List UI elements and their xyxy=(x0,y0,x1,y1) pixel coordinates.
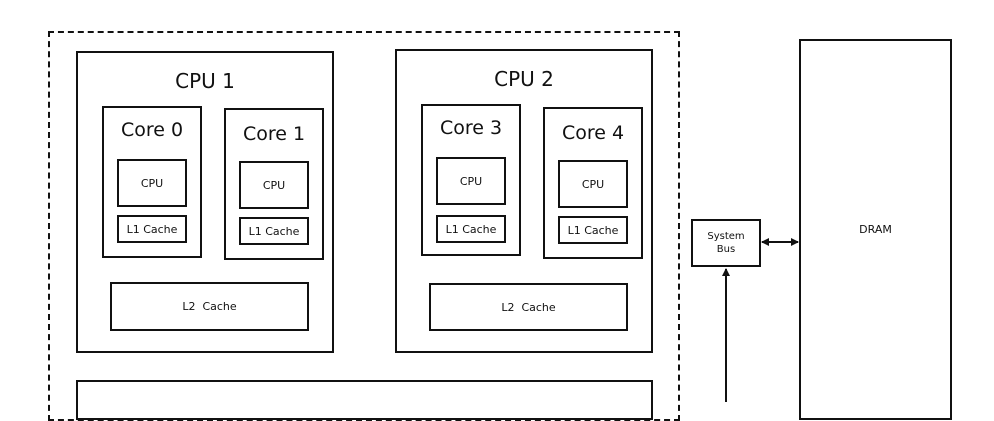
core-3-cpu: CPU xyxy=(436,157,506,205)
core-1-l1-cache: L1 Cache xyxy=(239,217,309,245)
core-3-box: Core 3 CPU L1 Cache xyxy=(421,104,521,256)
core-1-label: Core 1 xyxy=(242,123,306,145)
system-bus-label-line1: System xyxy=(707,231,745,242)
core-4-label: Core 4 xyxy=(561,122,625,144)
core-0-box: Core 0 CPU L1 Cache xyxy=(102,106,202,258)
core-4-l1-cache: L1 Cache xyxy=(558,216,628,244)
connector-lines xyxy=(722,238,799,402)
core-4-cpu: CPU xyxy=(558,160,628,208)
cpu-1-l2-cache: L2 Cache xyxy=(110,282,309,331)
cpu-2-label: CPU 2 xyxy=(494,67,554,91)
cpu-2-l2-cache: L2 Cache xyxy=(429,283,628,331)
cpu-2-box: CPU 2 Core 3 CPU L1 Cache Core 4 CPU L1 … xyxy=(395,49,653,353)
dram-box: DRAM xyxy=(799,39,952,420)
core-3-label: Core 3 xyxy=(439,117,503,139)
core-1-cpu: CPU xyxy=(239,161,309,209)
core-0-l1-cache: L1 Cache xyxy=(117,215,187,243)
cpu-1-box: CPU 1 Core 0 CPU L1 Cache Core 1 CPU L1 … xyxy=(76,51,334,353)
core-3-l1-cache: L1 Cache xyxy=(436,215,506,243)
core-0-label: Core 0 xyxy=(120,119,184,141)
system-bus-label-line2: Bus xyxy=(716,244,736,255)
core-1-box: Core 1 CPU L1 Cache xyxy=(224,108,324,260)
cpu-1-label: CPU 1 xyxy=(175,69,235,93)
core-0-cpu: CPU xyxy=(117,159,187,207)
system-bus-box: System Bus xyxy=(691,219,761,267)
core-4-box: Core 4 CPU L1 Cache xyxy=(543,107,643,259)
